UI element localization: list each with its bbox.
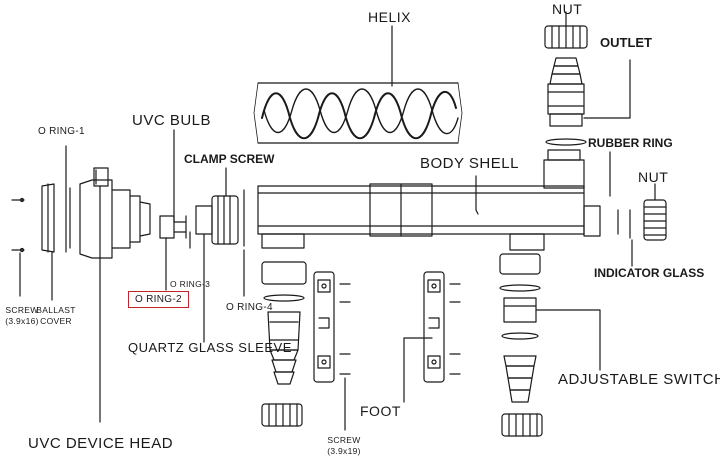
- screw-left-label: SCREW (3.9x16): [2, 306, 42, 325]
- quartz-glass-sleeve-label: QUARTZ GLASS SLEEVE: [128, 340, 292, 355]
- uvc-device-head-label: UVC DEVICE HEAD: [28, 435, 174, 452]
- o-ring-3-label: O RING-3: [170, 279, 211, 289]
- nut-right-part: [617, 183, 667, 267]
- indicator-glass-label: INDICATOR GLASS: [594, 266, 705, 280]
- screw-left-name: SCREW: [5, 305, 39, 315]
- body-shell-label: BODY SHELL: [420, 155, 519, 172]
- foot-right-part: [403, 271, 461, 403]
- outlet-label: OUTLET: [600, 35, 652, 50]
- o-ring-1-label: O RING-1: [38, 126, 85, 137]
- ballast-word: BALLAST: [36, 305, 76, 315]
- rubber-ring-label: RUBBER RING: [588, 136, 673, 150]
- screw-bottom-size: (3.9x19): [327, 445, 361, 456]
- foot-label: FOOT: [360, 403, 401, 419]
- screw-bottom-name: SCREW: [327, 435, 361, 445]
- screw-left-size: (3.9x16): [5, 315, 39, 326]
- adjustable-switch-label: ADJUSTABLE SWITCH: [558, 371, 720, 388]
- foot-left-part: [313, 271, 351, 431]
- clamp-screw-label: CLAMP SCREW: [184, 152, 275, 166]
- helix-part: [253, 25, 463, 144]
- ballast-cover-label: BALLAST COVER: [34, 306, 78, 325]
- uvc-bulb-part: [159, 129, 187, 291]
- adjustable-switch-part: [499, 253, 601, 437]
- outlet-part: [544, 11, 631, 197]
- o-ring-2-label: O RING-2: [128, 291, 189, 308]
- left-parts: [11, 145, 71, 301]
- inlet-part: [261, 261, 307, 427]
- o-ring-4-label: O RING-4: [226, 302, 273, 313]
- uvc-device-head-part: [79, 167, 151, 423]
- nut-top-label: NUT: [552, 1, 583, 17]
- uvc-bulb-label: UVC BULB: [132, 112, 212, 129]
- nut-right-label: NUT: [638, 169, 669, 185]
- helix-label: HELIX: [368, 9, 411, 25]
- clamp-screw-part: [189, 167, 245, 343]
- cover-word: COVER: [40, 315, 72, 326]
- screw-bottom-label: SCREW (3.9x19): [318, 436, 370, 455]
- body-shell-part: [257, 149, 601, 251]
